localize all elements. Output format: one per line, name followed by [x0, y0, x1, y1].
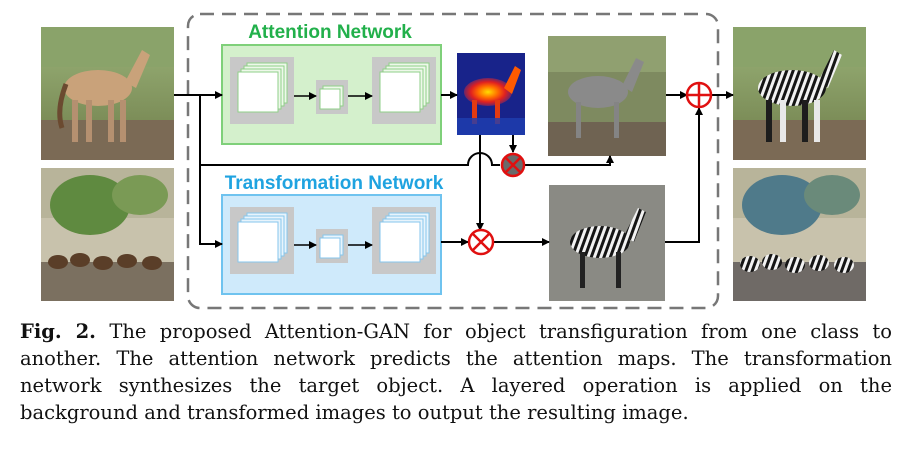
encoder-layers-blue [230, 207, 294, 274]
output-zebra-photo [733, 27, 866, 160]
connection-arrows [174, 91, 734, 248]
background-masked-image [548, 36, 666, 156]
decoder-layers-green [372, 57, 436, 124]
attention-network-box: Attention Network [221, 22, 442, 145]
attention-map-heatmap [457, 53, 525, 135]
add-operator [685, 81, 713, 109]
attention-gan-diagram: Attention Network Transformation Network [41, 12, 866, 310]
input-horses-herd-photo [41, 168, 174, 301]
output-zebras-herd-photo [733, 168, 866, 301]
encoder-layers-green [230, 57, 294, 124]
decoder-layers-blue [372, 207, 436, 274]
dashed-border [186, 12, 720, 310]
transformation-network-label: Transformation Network [225, 173, 444, 194]
transformation-network-box: Transformation Network [221, 173, 444, 295]
multiply-operator-transformed [467, 228, 495, 256]
bottleneck-layer-green [316, 80, 348, 114]
attention-network-label: Attention Network [248, 22, 412, 43]
caption-label: Fig. 2. [20, 320, 96, 343]
bottleneck-layer-blue [316, 229, 348, 263]
caption-text: The proposed Attention-GAN for object tr… [20, 320, 892, 424]
transformed-zebra-image [549, 185, 665, 301]
input-horse-photo [41, 27, 174, 160]
multiply-operator-background [500, 152, 526, 178]
figure-caption: Fig. 2. The proposed Attention-GAN for o… [20, 318, 892, 426]
